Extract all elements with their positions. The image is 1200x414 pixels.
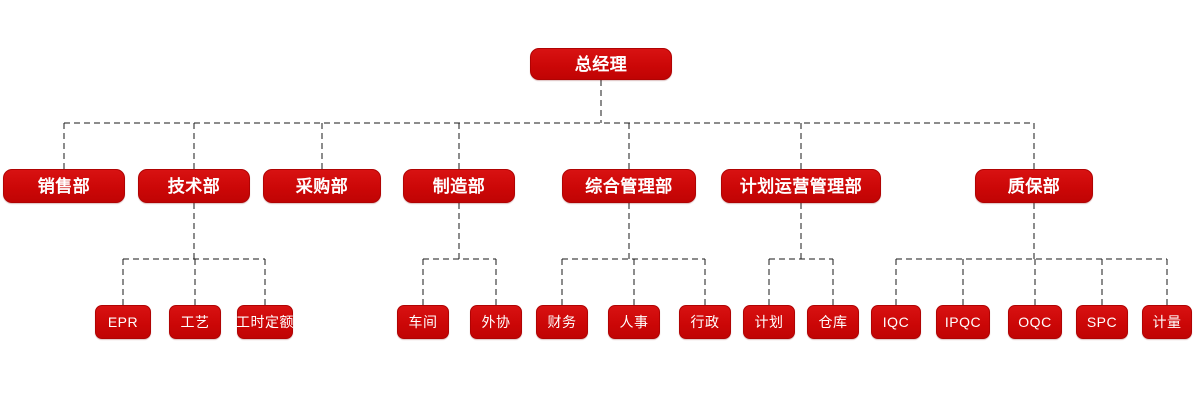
node-process[interactable]: 工艺	[169, 305, 221, 339]
node-label: 仓库	[818, 314, 848, 330]
node-warehouse[interactable]: 仓库	[807, 305, 859, 339]
node-general-mgmt[interactable]: 综合管理部	[562, 169, 696, 203]
node-admin[interactable]: 行政	[679, 305, 731, 339]
node-label: 总经理	[574, 54, 628, 74]
node-label: 计划	[754, 314, 784, 330]
node-label: IQC	[882, 314, 910, 330]
node-label: 计划运营管理部	[739, 176, 863, 196]
node-epr[interactable]: EPR	[95, 305, 151, 339]
node-labor-quota[interactable]: 工时定额	[236, 305, 294, 339]
node-tech[interactable]: 技术部	[138, 169, 250, 203]
node-label: 行政	[690, 314, 720, 330]
node-ipqc[interactable]: IPQC	[936, 305, 990, 339]
node-gm[interactable]: 总经理	[530, 48, 672, 80]
node-label: 外协	[481, 314, 511, 330]
node-label: 质保部	[1007, 176, 1061, 196]
node-metrology[interactable]: 计量	[1142, 305, 1192, 339]
node-oqc[interactable]: OQC	[1008, 305, 1062, 339]
node-label: 采购部	[295, 176, 349, 196]
node-label: 车间	[408, 314, 438, 330]
node-label: 人事	[619, 314, 649, 330]
node-planning-ops[interactable]: 计划运营管理部	[721, 169, 881, 203]
node-outsourcing[interactable]: 外协	[470, 305, 522, 339]
node-hr[interactable]: 人事	[608, 305, 660, 339]
node-label: 技术部	[167, 176, 221, 196]
node-planning[interactable]: 计划	[743, 305, 795, 339]
node-finance[interactable]: 财务	[536, 305, 588, 339]
node-workshop[interactable]: 车间	[397, 305, 449, 339]
node-label: 销售部	[37, 176, 91, 196]
node-label: 综合管理部	[585, 176, 673, 196]
node-label: IPQC	[944, 314, 982, 330]
node-label: 计量	[1152, 314, 1182, 330]
node-purchase[interactable]: 采购部	[263, 169, 381, 203]
node-sales[interactable]: 销售部	[3, 169, 125, 203]
node-label: 制造部	[432, 176, 486, 196]
node-manufacturing[interactable]: 制造部	[403, 169, 515, 203]
node-iqc[interactable]: IQC	[871, 305, 921, 339]
node-label: 财务	[547, 314, 577, 330]
node-spc[interactable]: SPC	[1076, 305, 1128, 339]
node-label: 工时定额	[236, 314, 294, 330]
node-label: EPR	[107, 314, 139, 330]
node-quality[interactable]: 质保部	[975, 169, 1093, 203]
node-label: OQC	[1018, 314, 1052, 330]
node-label: 工艺	[180, 314, 210, 330]
node-label: SPC	[1086, 314, 1118, 330]
